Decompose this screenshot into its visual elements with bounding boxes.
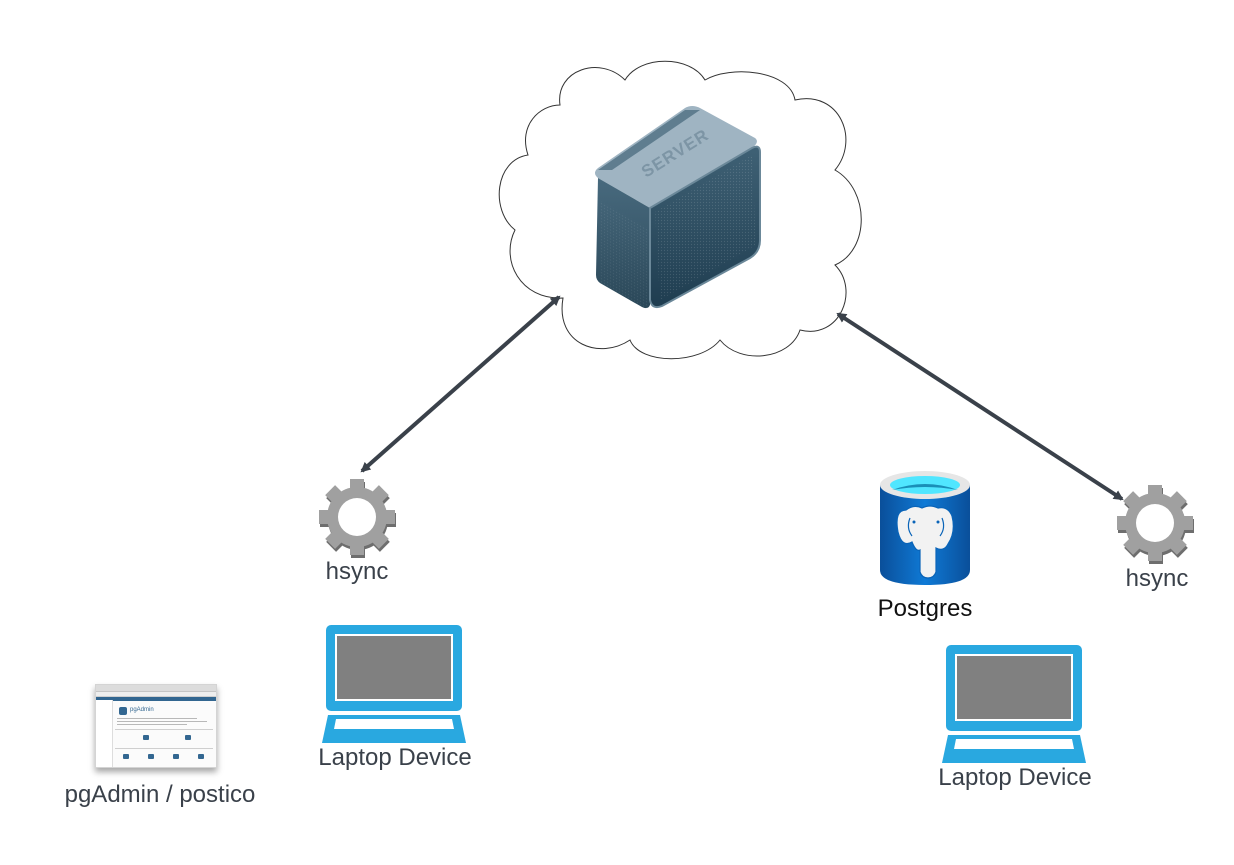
elephant-icon bbox=[896, 505, 954, 579]
postgres-label: Postgres bbox=[877, 595, 973, 622]
pgadmin-sidebar bbox=[96, 700, 113, 767]
right-laptop-label: Laptop Device bbox=[938, 764, 1092, 791]
gear-icon[interactable] bbox=[319, 479, 396, 558]
pgadmin-label: pgAdmin / postico bbox=[64, 781, 256, 808]
quick-link-icon bbox=[143, 735, 149, 740]
gear-icon[interactable] bbox=[1117, 485, 1194, 564]
resource-icon bbox=[123, 754, 129, 759]
right-hsync-label: hsync bbox=[1125, 565, 1189, 592]
pgadmin-dashboard: pgAdmin bbox=[115, 702, 213, 765]
left-laptop-label: Laptop Device bbox=[318, 744, 472, 771]
postgres-database-icon[interactable] bbox=[880, 471, 970, 585]
resource-icon bbox=[173, 754, 179, 759]
section-divider bbox=[115, 729, 213, 730]
pgadmin-screenshot-thumbnail[interactable]: pgAdmin bbox=[95, 684, 217, 768]
quick-link-icon bbox=[185, 735, 191, 740]
edge-right-hsync-to-cloud[interactable] bbox=[836, 312, 1124, 501]
resource-icon bbox=[148, 754, 154, 759]
edge-left-hsync-to-cloud[interactable] bbox=[360, 295, 561, 473]
server-icon[interactable]: SERVER bbox=[595, 106, 761, 334]
laptop-icon[interactable] bbox=[322, 625, 466, 743]
text-line bbox=[117, 718, 197, 719]
browser-address-bar bbox=[96, 692, 216, 697]
browser-tab-bar bbox=[96, 685, 216, 692]
text-line bbox=[117, 721, 207, 722]
pgadmin-logo-icon bbox=[119, 707, 127, 715]
pgadmin-brand: pgAdmin bbox=[130, 707, 154, 713]
pgadmin-menu-bar bbox=[96, 697, 216, 701]
laptop-icon[interactable] bbox=[942, 645, 1086, 763]
text-line bbox=[117, 724, 187, 725]
resource-icon bbox=[198, 754, 204, 759]
section-divider bbox=[115, 748, 213, 749]
left-hsync-label: hsync bbox=[325, 558, 389, 585]
